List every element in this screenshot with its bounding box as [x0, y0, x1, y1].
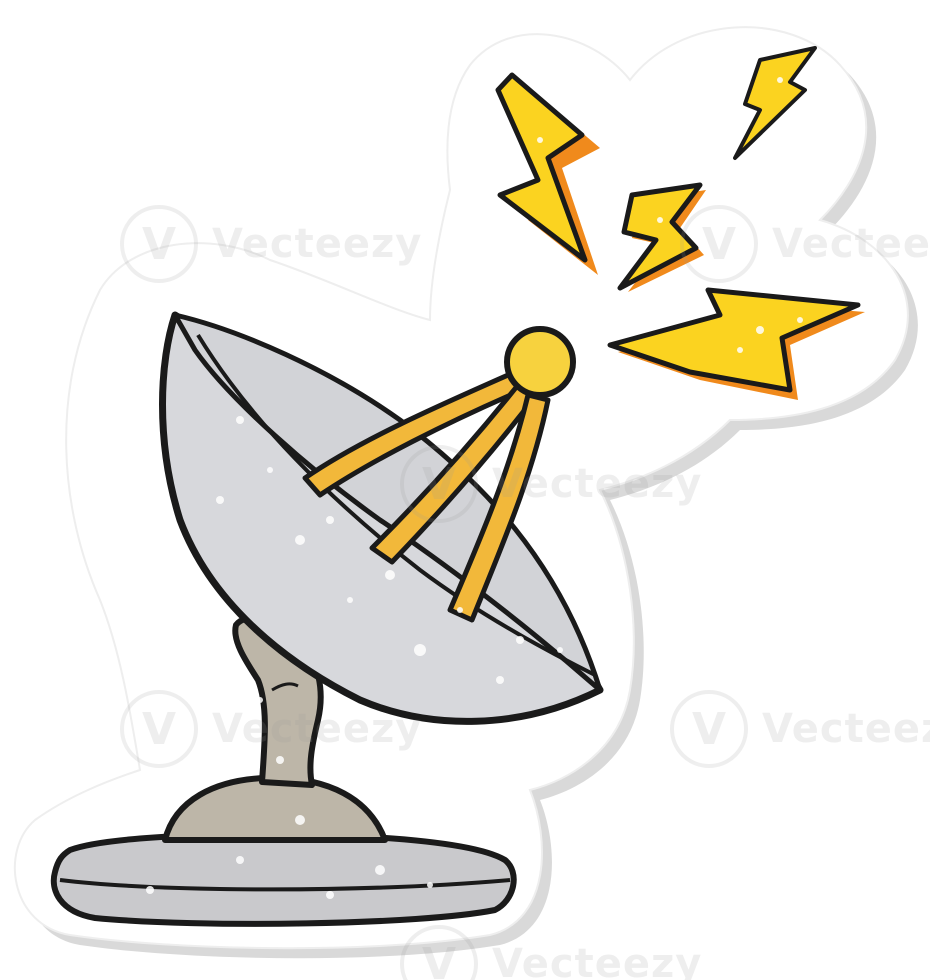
dish-inner-ridge: [196, 333, 596, 677]
dish-base: [50, 615, 517, 927]
lightning-bolt-icon: [607, 287, 861, 393]
lightning-bolt-icon: [733, 46, 817, 160]
feed-horn: [504, 326, 576, 398]
lightning-bolt-icon: [617, 182, 703, 291]
dish: [159, 311, 604, 725]
pillar-detail: [271, 682, 299, 692]
feed-arm-right: [447, 392, 551, 623]
lightning-bolt-icon: [495, 72, 588, 263]
distress-texture: [146, 77, 803, 899]
base-plate: [50, 830, 517, 927]
feed-arms: [302, 326, 576, 623]
base-plate-rim: [59, 878, 511, 892]
dish-inner-face: [172, 312, 603, 693]
